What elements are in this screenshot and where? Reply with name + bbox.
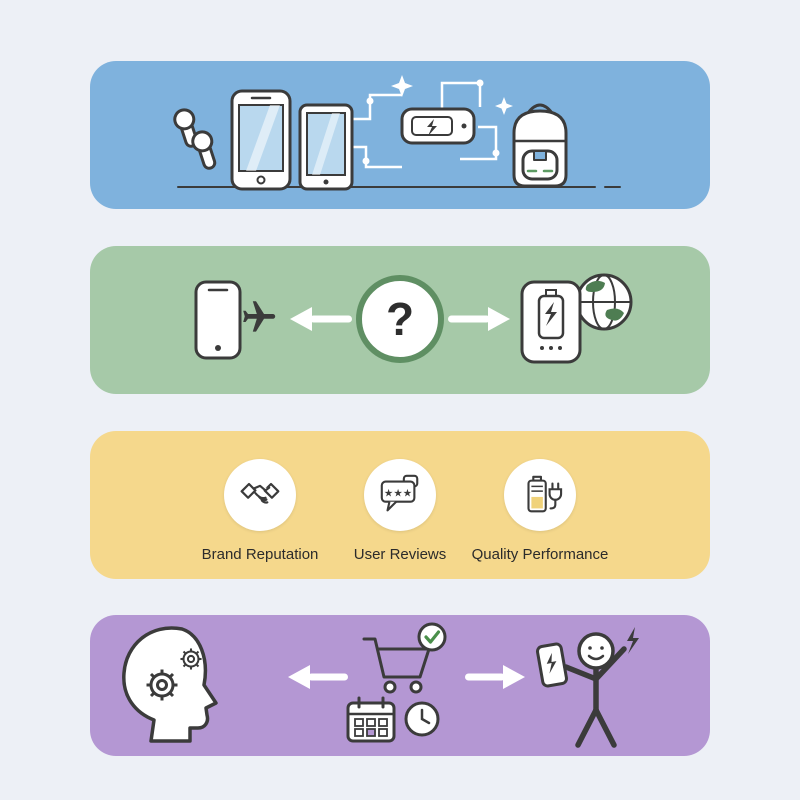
arrow-left-icon bbox=[288, 665, 348, 689]
happy-person-phone-icon bbox=[536, 627, 639, 748]
decision-illustration: ? bbox=[194, 273, 633, 364]
stars-text: ★★★ bbox=[384, 487, 413, 499]
smartphone-icon bbox=[230, 89, 292, 191]
tablet-icon bbox=[298, 103, 354, 191]
airplane-icon bbox=[243, 301, 276, 332]
circuit-lines-icon bbox=[346, 81, 498, 169]
phone-in-hand-icon bbox=[536, 642, 568, 688]
globe-icon bbox=[575, 273, 633, 331]
devices-illustration bbox=[173, 75, 621, 191]
criteria-circle bbox=[224, 459, 296, 531]
clock-icon bbox=[404, 701, 440, 737]
power-bank-icon bbox=[520, 280, 582, 364]
thinking-head-gears-icon bbox=[122, 626, 218, 743]
sparkle-icon bbox=[391, 75, 513, 115]
arrow-right-icon bbox=[448, 307, 510, 331]
criteria-circle: ★★★ bbox=[364, 459, 436, 531]
power-bank-icon bbox=[400, 107, 476, 145]
circuit-nodes bbox=[362, 79, 500, 165]
criteria-circle bbox=[504, 459, 576, 531]
criteria-label: Quality Performance bbox=[471, 546, 609, 563]
arrow-right-icon bbox=[465, 665, 525, 689]
purchase-illustration bbox=[122, 622, 639, 748]
question-mark: ? bbox=[386, 293, 414, 345]
criteria-label: Brand Reputation bbox=[201, 546, 319, 563]
criteria-item-quality-performance: Quality Performance bbox=[470, 459, 610, 563]
battery-plug-icon bbox=[527, 475, 563, 513]
earbuds-icon bbox=[173, 108, 217, 170]
phone-icon bbox=[194, 280, 242, 360]
backpack-icon bbox=[512, 103, 568, 188]
arrow-left-icon bbox=[290, 307, 352, 331]
criteria-label: User Reviews bbox=[353, 546, 447, 563]
criteria-band: Brand Reputation ★★★ User Reviews bbox=[90, 431, 710, 579]
purchase-band bbox=[90, 615, 710, 756]
handshake-icon bbox=[240, 482, 280, 504]
lightning-icon bbox=[627, 627, 639, 654]
review-bubble-stars-icon: ★★★ bbox=[380, 474, 419, 512]
devices-band bbox=[90, 61, 710, 209]
criteria-item-user-reviews: ★★★ User Reviews bbox=[330, 459, 470, 563]
question-circle: ? bbox=[356, 275, 444, 363]
cart-check-icon bbox=[362, 622, 447, 694]
decision-band: ? bbox=[90, 246, 710, 394]
criteria-row: Brand Reputation ★★★ User Reviews bbox=[90, 431, 710, 563]
criteria-item-brand-reputation: Brand Reputation bbox=[190, 459, 330, 563]
calendar-icon bbox=[346, 696, 396, 743]
